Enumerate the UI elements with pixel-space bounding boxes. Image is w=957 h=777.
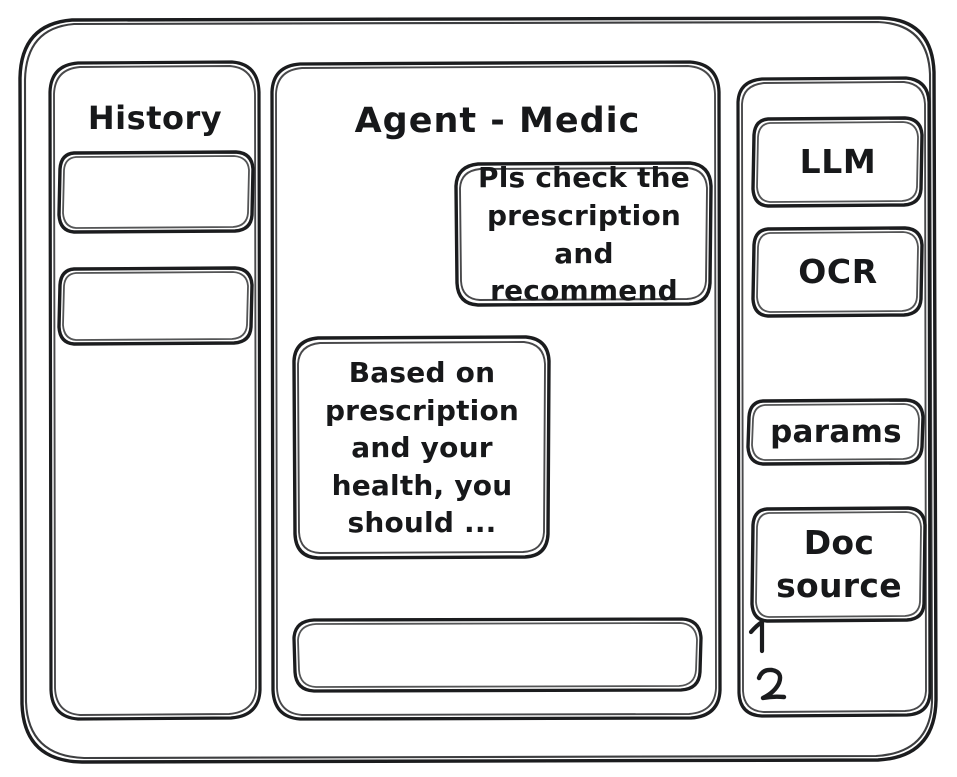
history-item-1-label bbox=[59, 152, 254, 233]
ocr-card-label: OCR bbox=[798, 252, 878, 292]
history-item-2-label bbox=[59, 268, 253, 345]
history-panel-title: History bbox=[87, 99, 223, 138]
message-input-value bbox=[310, 619, 686, 691]
params-card-label: params bbox=[770, 414, 902, 451]
user-message-text: Pls check the prescription and recommend bbox=[478, 161, 690, 308]
doc-source-card-label: Doc source bbox=[776, 523, 902, 605]
assistant-message-text: Based on prescription and your health, y… bbox=[324, 356, 520, 540]
page-title: Agent - Medic bbox=[354, 101, 641, 142]
llm-card-label: LLM bbox=[799, 142, 877, 182]
